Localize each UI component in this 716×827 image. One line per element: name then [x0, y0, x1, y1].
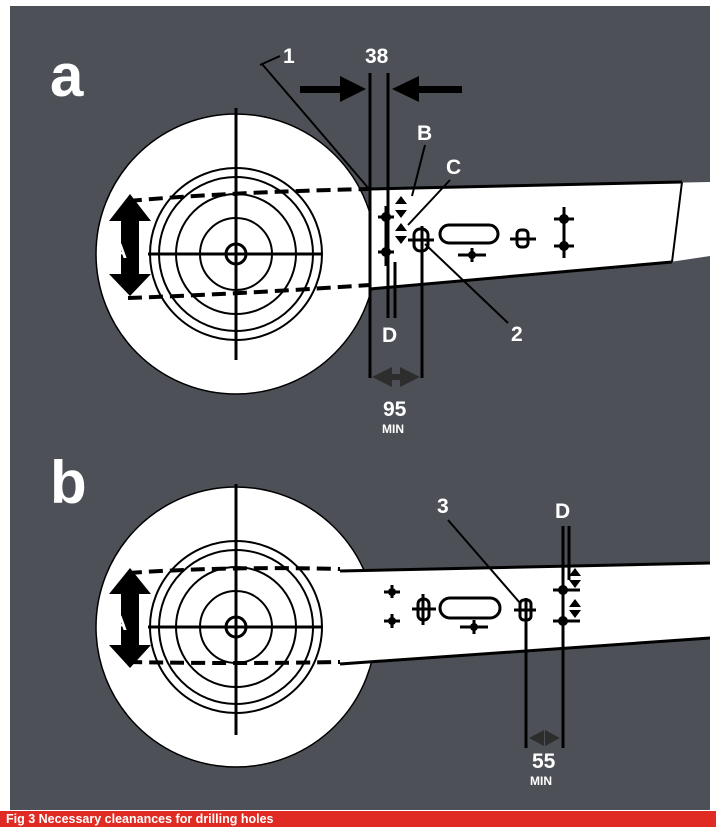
dimension-95-arrow — [372, 367, 420, 387]
label-1: 1 — [283, 45, 295, 68]
label-A-a: A — [112, 240, 127, 263]
label-3: 3 — [437, 495, 449, 518]
branch-edge-bottom-a — [369, 260, 673, 291]
label-B: B — [417, 122, 432, 145]
label-C: C — [446, 156, 461, 179]
figure-caption: Fig 3 Necessary cleanances for drilling … — [6, 812, 274, 826]
label-D-b: D — [555, 500, 570, 523]
branch-edge-top-b — [339, 561, 710, 573]
branch-end-a — [671, 181, 683, 263]
branch-edge-top-a — [369, 180, 683, 191]
drill-marks-b — [384, 568, 581, 634]
label-D-a: D — [382, 324, 397, 347]
label-95: 95 — [383, 398, 407, 421]
dimension-38-arrows — [300, 76, 462, 102]
label-55: 55 — [532, 750, 556, 773]
panel-label-a: a — [50, 42, 84, 109]
panel-a: A — [50, 42, 710, 436]
dashed-outline-bottom-b — [127, 660, 341, 665]
label-F: F — [588, 597, 601, 620]
label-A-b: A — [112, 612, 127, 635]
callout-C-leader — [407, 179, 451, 226]
drill-marks-a — [378, 196, 574, 266]
dimension-55-arrow — [529, 730, 560, 746]
panel-b: A — [50, 449, 710, 788]
dimension-arrow-a-panel-b — [109, 568, 151, 668]
branch-body-a — [370, 182, 710, 289]
dimension-arrow-a-panel-a — [109, 194, 151, 296]
callout-2-leader — [424, 243, 509, 324]
label-95-min: MIN — [382, 422, 404, 436]
label-55-min: MIN — [530, 774, 552, 788]
callout-3-leader — [447, 519, 521, 604]
panel-label-b: b — [50, 449, 87, 516]
dashed-outline-bottom-a — [127, 283, 371, 300]
callout-1-leader — [259, 55, 371, 191]
dashed-outline-top-a — [127, 187, 371, 203]
caption-bar: Fig 3 Necessary cleanances for drilling … — [0, 811, 716, 827]
callout-B-leader — [411, 144, 426, 197]
label-E: E — [588, 568, 602, 591]
label-2: 2 — [511, 323, 523, 346]
dashed-outline-top-b — [127, 566, 341, 575]
label-38: 38 — [365, 45, 389, 68]
